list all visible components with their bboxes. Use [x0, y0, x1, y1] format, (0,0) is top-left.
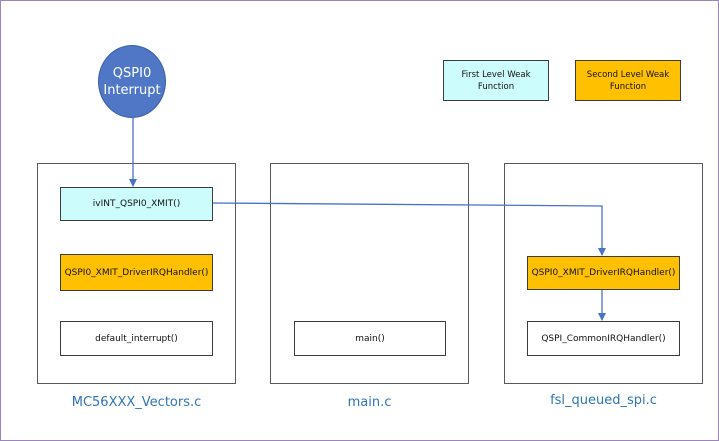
main-file-label: main.c: [347, 395, 392, 410]
default-interrupt-label: default_interrupt(): [95, 333, 178, 344]
legend-second-level: Second Level Weak Function: [575, 60, 681, 101]
legend-first-level-line2: Function: [477, 81, 515, 92]
qspi-common-irq-handler-box: QSPI_CommonIRQHandler(): [527, 321, 680, 356]
default-interrupt-box: default_interrupt(): [60, 321, 213, 356]
main-function-box: main(): [294, 321, 446, 356]
interrupt-node-line1: QSPI0: [112, 65, 152, 81]
qspi0-interrupt-node: QSPI0 Interrupt: [98, 45, 166, 118]
ivint-qspi0-xmit-box: ivINT_QSPI0_XMIT(): [60, 187, 213, 221]
vectors-driver-irq-handler-label: QSPI0_XMIT_DriverIRQHandler(): [64, 267, 209, 278]
vectors-file-label: MC56XXX_Vectors.c: [71, 395, 202, 410]
ivint-qspi0-xmit-label: ivINT_QSPI0_XMIT(): [92, 199, 181, 209]
queued-spi-driver-irq-handler-box: QSPI0_XMIT_DriverIRQHandler(): [527, 256, 680, 290]
queued-spi-driver-irq-handler-label: QSPI0_XMIT_DriverIRQHandler(): [531, 268, 676, 278]
legend-second-level-line2: Function: [609, 81, 647, 92]
legend-second-level-line1: Second Level Weak: [586, 69, 670, 80]
interrupt-node-line2: Interrupt: [103, 82, 161, 98]
vectors-driver-irq-handler-box: QSPI0_XMIT_DriverIRQHandler(): [60, 254, 213, 291]
queued-spi-file-label: fsl_queued_spi.c: [550, 393, 657, 408]
ivint-to-driver-handler-arrow: [212, 202, 606, 256]
main-function-label: main(): [355, 333, 385, 344]
legend-first-level: First Level Weak Function: [443, 60, 549, 101]
qspi-common-irq-handler-label: QSPI_CommonIRQHandler(): [541, 333, 666, 344]
legend-first-level-line1: First Level Weak: [461, 69, 531, 80]
